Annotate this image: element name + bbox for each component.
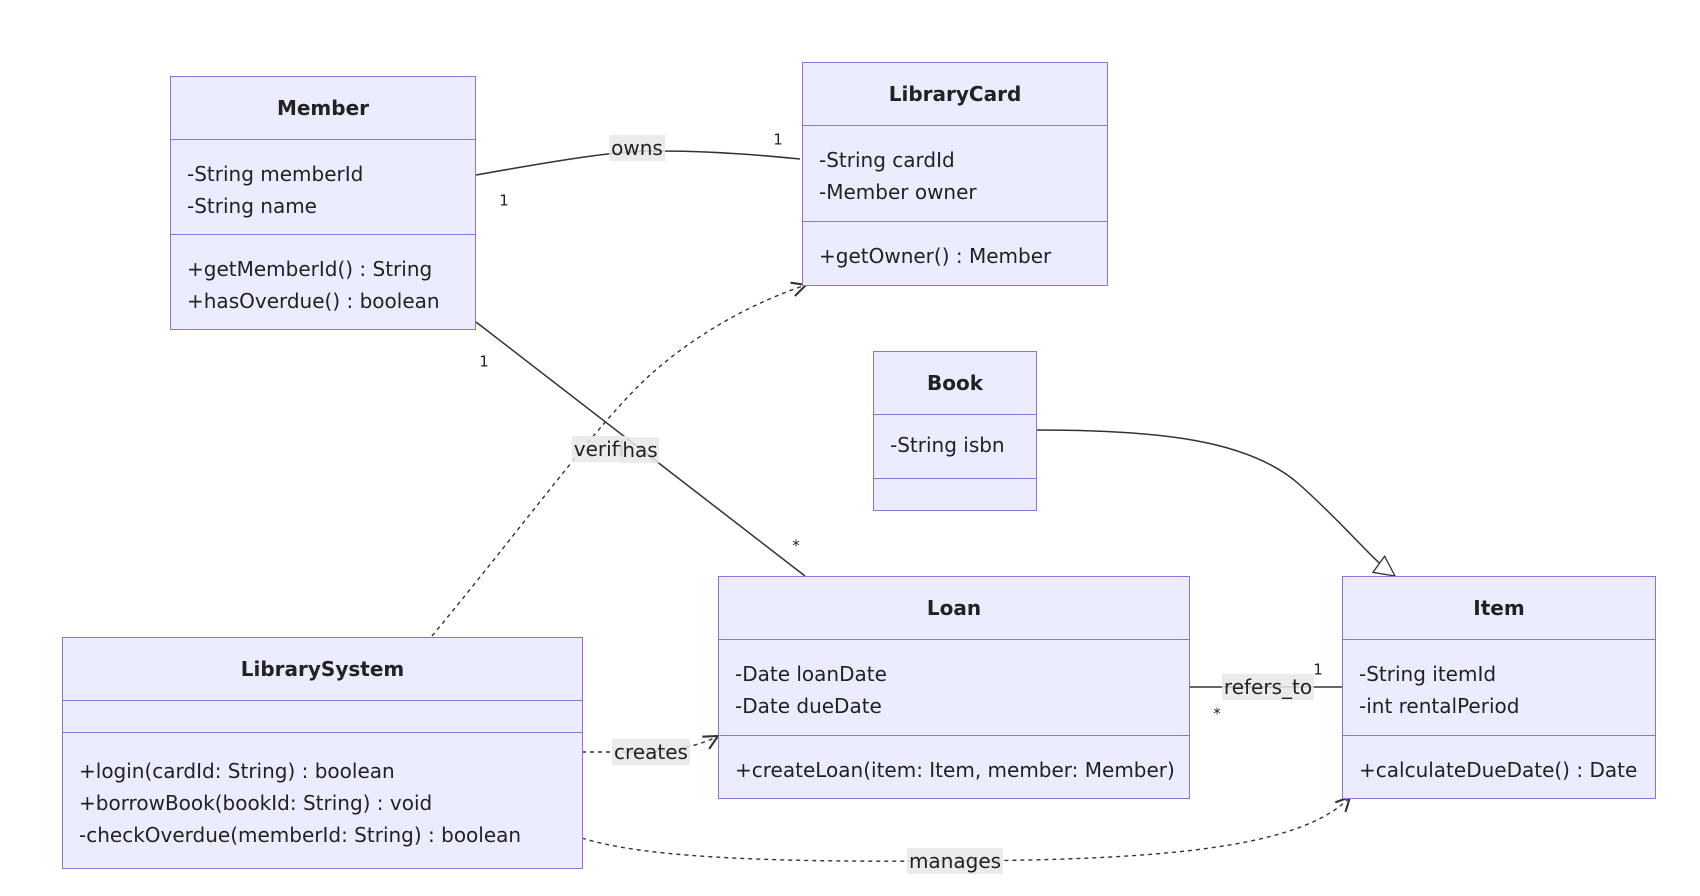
method-get-member-id: +getMemberId() : String bbox=[187, 257, 433, 281]
multiplicity-has-member: 1 bbox=[479, 352, 489, 371]
class-librarysystem-name: LibrarySystem bbox=[63, 638, 582, 701]
class-loan[interactable]: Loan -Date loanDate -Date dueDate +creat… bbox=[718, 576, 1190, 799]
attribute-member-name: -String name bbox=[187, 194, 317, 218]
edge-verifies bbox=[431, 285, 806, 637]
method-login: +login(cardId: String) : boolean bbox=[79, 759, 395, 783]
multiplicity-refers-loan: * bbox=[1213, 704, 1221, 723]
method-calculate-due-date: +calculateDueDate() : Date bbox=[1359, 758, 1638, 782]
edge-label-refers-to: refers_to bbox=[1221, 674, 1315, 700]
multiplicity-owns-card: 1 bbox=[773, 130, 783, 149]
class-book[interactable]: Book -String isbn bbox=[873, 351, 1037, 511]
attribute-owner: -Member owner bbox=[819, 180, 977, 204]
class-librarysystem[interactable]: LibrarySystem +login(cardId: String) : b… bbox=[62, 637, 583, 869]
edge-label-owns: owns bbox=[609, 135, 665, 161]
edge-label-creates: creates bbox=[612, 739, 690, 765]
edge-label-has: has bbox=[620, 437, 660, 463]
class-librarysystem-methods: +login(cardId: String) : boolean +borrow… bbox=[63, 733, 582, 851]
attribute-loan-date: -Date loanDate bbox=[735, 662, 887, 686]
class-loan-name: Loan bbox=[719, 577, 1189, 640]
class-librarycard-name: LibraryCard bbox=[803, 63, 1107, 126]
multiplicity-owns-member: 1 bbox=[499, 191, 509, 210]
attribute-item-id: -String itemId bbox=[1359, 662, 1497, 686]
class-member-name: Member bbox=[171, 77, 475, 140]
class-loan-methods: +createLoan(item: Item, member: Member) bbox=[719, 736, 1189, 786]
class-item-methods: +calculateDueDate() : Date bbox=[1343, 736, 1655, 786]
attribute-due-date: -Date dueDate bbox=[735, 694, 882, 718]
attribute-member-id: -String memberId bbox=[187, 162, 364, 186]
class-librarycard-methods: +getOwner() : Member bbox=[803, 222, 1107, 272]
attribute-card-id: -String cardId bbox=[819, 148, 955, 172]
method-borrow-book: +borrowBook(bookId: String) : void bbox=[79, 791, 433, 815]
edge-inheritance bbox=[1034, 429, 1395, 576]
class-librarycard[interactable]: LibraryCard -String cardId -Member owner… bbox=[802, 62, 1108, 286]
edge-label-verifies: verifi bbox=[571, 436, 627, 462]
class-book-name: Book bbox=[874, 352, 1036, 415]
method-check-overdue: -checkOverdue(memberId: String) : boolea… bbox=[79, 823, 522, 847]
multiplicity-refers-item: 1 bbox=[1313, 660, 1323, 679]
class-item-name: Item bbox=[1343, 577, 1655, 640]
attribute-rental-period: -int rentalPeriod bbox=[1359, 694, 1520, 718]
edge-label-manages: manages bbox=[906, 848, 1004, 874]
method-has-overdue: +hasOverdue() : boolean bbox=[187, 289, 440, 313]
class-member-attributes: -String memberId -String name bbox=[171, 140, 475, 235]
class-member[interactable]: Member -String memberId -String name +ge… bbox=[170, 76, 476, 330]
multiplicity-has-loan: * bbox=[792, 536, 800, 555]
class-loan-attributes: -Date loanDate -Date dueDate bbox=[719, 640, 1189, 736]
attribute-isbn: -String isbn bbox=[890, 433, 1005, 457]
method-create-loan: +createLoan(item: Item, member: Member) bbox=[735, 758, 1175, 782]
class-librarycard-attributes: -String cardId -Member owner bbox=[803, 126, 1107, 222]
class-item[interactable]: Item -String itemId -int rentalPeriod +c… bbox=[1342, 576, 1656, 799]
method-get-owner: +getOwner() : Member bbox=[819, 244, 1052, 268]
class-book-attributes: -String isbn bbox=[874, 415, 1036, 479]
class-item-attributes: -String itemId -int rentalPeriod bbox=[1343, 640, 1655, 736]
class-member-methods: +getMemberId() : String +hasOverdue() : … bbox=[171, 235, 475, 317]
class-librarysystem-attributes bbox=[63, 701, 582, 733]
